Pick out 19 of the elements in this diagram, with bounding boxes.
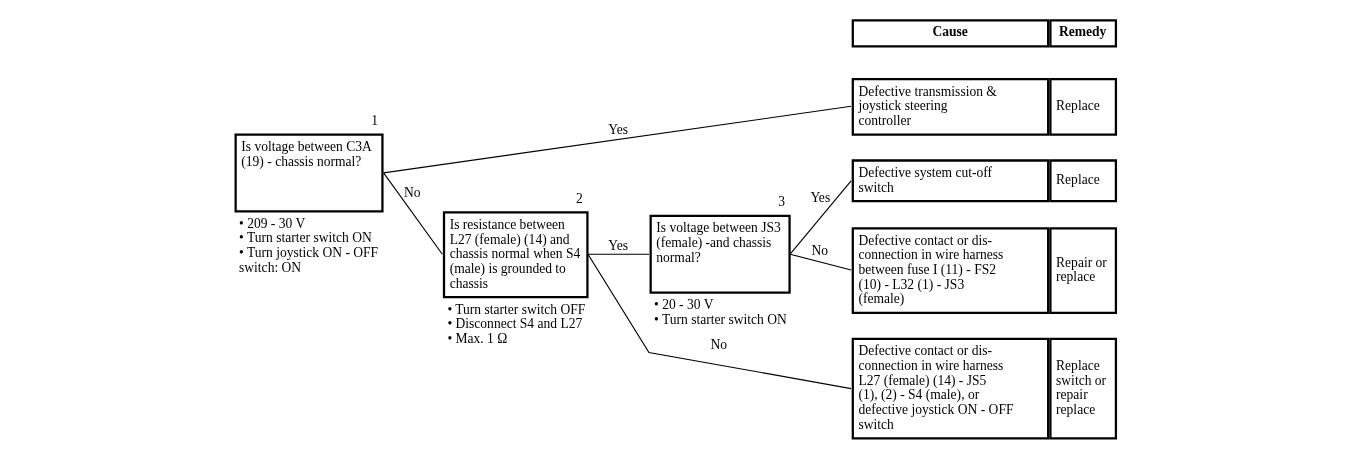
node-label: 2	[576, 190, 583, 206]
node-label: 1	[371, 113, 378, 129]
label: Remedy	[1058, 23, 1107, 39]
node-label: • 20 - 30 V	[654, 297, 714, 313]
node-label: 3	[778, 194, 786, 210]
edge-label: Yes	[608, 122, 629, 138]
edge-label: Yes	[608, 238, 629, 254]
node-label: • Turn starter switch OFF	[447, 301, 586, 317]
node-label: • Disconnect S4 and L27	[447, 316, 583, 332]
edge-label: Yes	[810, 189, 831, 205]
node-label: • Turn starter switch ON	[239, 230, 372, 246]
node-label: • Turn joystick ON - OFF switch: ON	[239, 245, 379, 275]
node-label: • Turn starter switch ON	[654, 311, 787, 327]
edge-label: No	[710, 336, 728, 352]
node-label: • 209 - 30 V	[239, 215, 306, 231]
edge-label: No	[403, 185, 421, 201]
label: Cause	[932, 23, 968, 39]
edge-label: No	[811, 242, 829, 258]
node-label: • Max. 1 Ω	[447, 330, 508, 346]
